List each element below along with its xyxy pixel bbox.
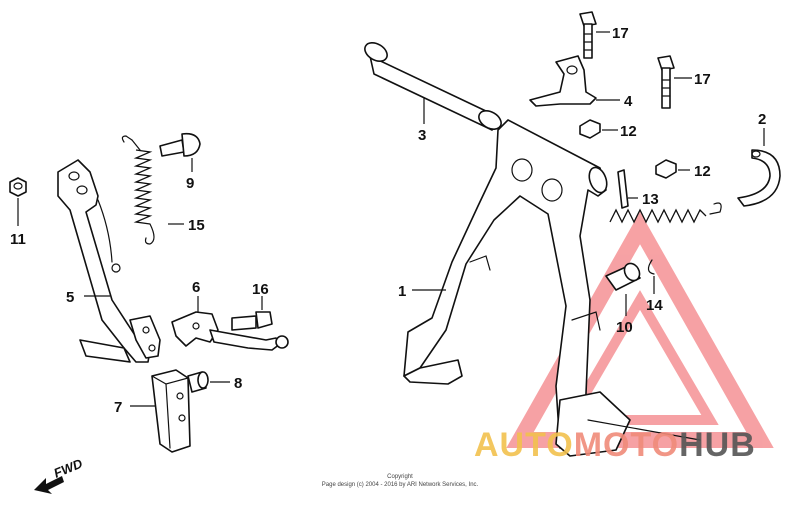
callout-5: 5 (66, 289, 74, 306)
fwd-label: FWD (52, 456, 86, 481)
part-1-main-stand[interactable] (403, 119, 701, 457)
callout-1: 1 (398, 283, 406, 300)
callout-10: 10 (616, 319, 633, 336)
watermark-part-1: AUTO (474, 426, 574, 464)
watermark-part-2: MOTO (574, 426, 679, 464)
part-15-spring[interactable] (121, 135, 184, 245)
copyright-line-1: Copyright (387, 474, 413, 480)
part-9-bolt[interactable] (159, 132, 201, 172)
part-14-spring[interactable] (609, 202, 722, 294)
watermark-logo-icon (506, 211, 774, 448)
callout-13: 13 (642, 191, 659, 208)
part-10-collar[interactable] (605, 261, 643, 316)
callout-7: 7 (114, 399, 122, 416)
copyright-line-2: Page design (c) 2004 - 2016 by ARI Netwo… (322, 482, 479, 488)
callout-17-upper: 17 (612, 25, 629, 42)
callout-3: 3 (418, 127, 426, 144)
callout-16: 16 (252, 281, 269, 298)
callout-12-lower: 12 (694, 163, 711, 180)
part-7-bracket[interactable] (130, 369, 191, 453)
part-3-pivot-pipe[interactable] (362, 39, 505, 133)
part-17-bolt-upper[interactable] (579, 11, 610, 59)
part-12-nut-upper[interactable] (579, 119, 618, 139)
part-17-bolt-right[interactable] (657, 55, 692, 109)
part-2-snap-ring[interactable] (737, 128, 781, 207)
callout-17-right: 17 (694, 71, 711, 88)
callout-14: 14 (646, 297, 663, 314)
part-11-nut[interactable] (9, 177, 27, 226)
part-8-collar[interactable] (187, 371, 230, 393)
callout-6: 6 (192, 279, 200, 296)
callout-11: 11 (10, 231, 26, 248)
part-5-side-stand[interactable] (57, 159, 161, 363)
watermark-part-3: HUB (679, 426, 756, 464)
callout-4: 4 (624, 93, 633, 110)
callout-9: 9 (186, 175, 194, 192)
watermark-text: AUTOMOTOHUB (474, 426, 756, 464)
callout-8: 8 (234, 375, 242, 392)
part-13-pin[interactable] (617, 169, 638, 209)
callout-2: 2 (758, 111, 766, 128)
callout-15: 15 (188, 217, 205, 234)
part-12-nut-lower[interactable] (655, 159, 690, 179)
part-16-bolt[interactable] (231, 296, 273, 331)
fwd-arrow-icon (34, 476, 64, 494)
part-6-bracket[interactable] (171, 296, 289, 351)
callout-12-upper: 12 (620, 123, 637, 140)
part-4-stopper-plate[interactable] (529, 55, 620, 107)
